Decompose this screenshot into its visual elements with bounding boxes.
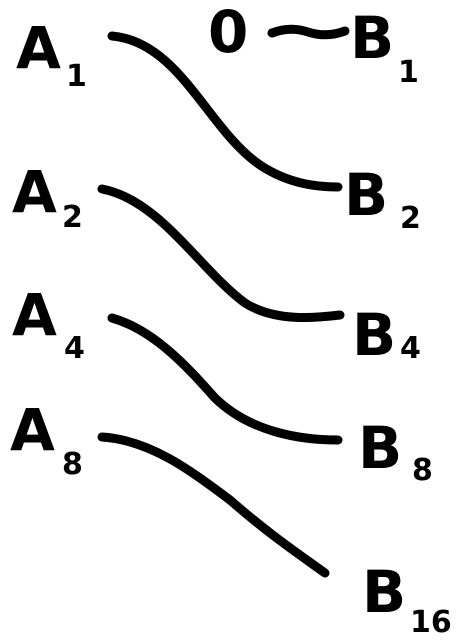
node-b8: B 8: [358, 414, 433, 488]
node-b8-letter: B: [358, 414, 402, 482]
node-b16: B 16: [362, 558, 452, 640]
node-a8-letter: A: [10, 396, 55, 464]
zero-label: 0: [208, 0, 248, 66]
edge-a1-b2: [107, 31, 343, 192]
node-b4: B 4: [352, 301, 421, 369]
node-a4-letter: A: [12, 281, 57, 349]
edge-a4-b8: [107, 313, 343, 445]
node-a1: A 1: [16, 14, 87, 94]
node-b1: B 1: [350, 4, 419, 90]
node-b4-index: 4: [400, 331, 421, 366]
node-b1-index: 1: [398, 55, 419, 90]
node-b2: B 2: [344, 161, 421, 236]
node-b2-letter: B: [344, 161, 388, 229]
edge-a8-b16: [97, 432, 330, 578]
node-a8: A 8: [10, 396, 83, 482]
node-b2-index: 2: [400, 201, 421, 236]
node-a1-letter: A: [16, 14, 61, 82]
node-a2-index: 2: [62, 200, 83, 235]
node-a2-letter: A: [12, 158, 57, 226]
edge-zero-b1: [267, 24, 350, 40]
node-a1-index: 1: [66, 59, 87, 94]
node-a4: A 4: [12, 281, 85, 366]
node-b16-index: 16: [410, 605, 452, 640]
node-b8-index: 8: [412, 453, 433, 488]
edge-a2-b4: [97, 184, 345, 323]
node-b4-letter: B: [352, 301, 396, 369]
node-a2: A 2: [12, 158, 83, 235]
node-b16-letter: B: [362, 558, 406, 626]
node-a8-index: 8: [62, 447, 83, 482]
node-b1-letter: B: [350, 4, 394, 72]
node-a4-index: 4: [64, 331, 85, 366]
